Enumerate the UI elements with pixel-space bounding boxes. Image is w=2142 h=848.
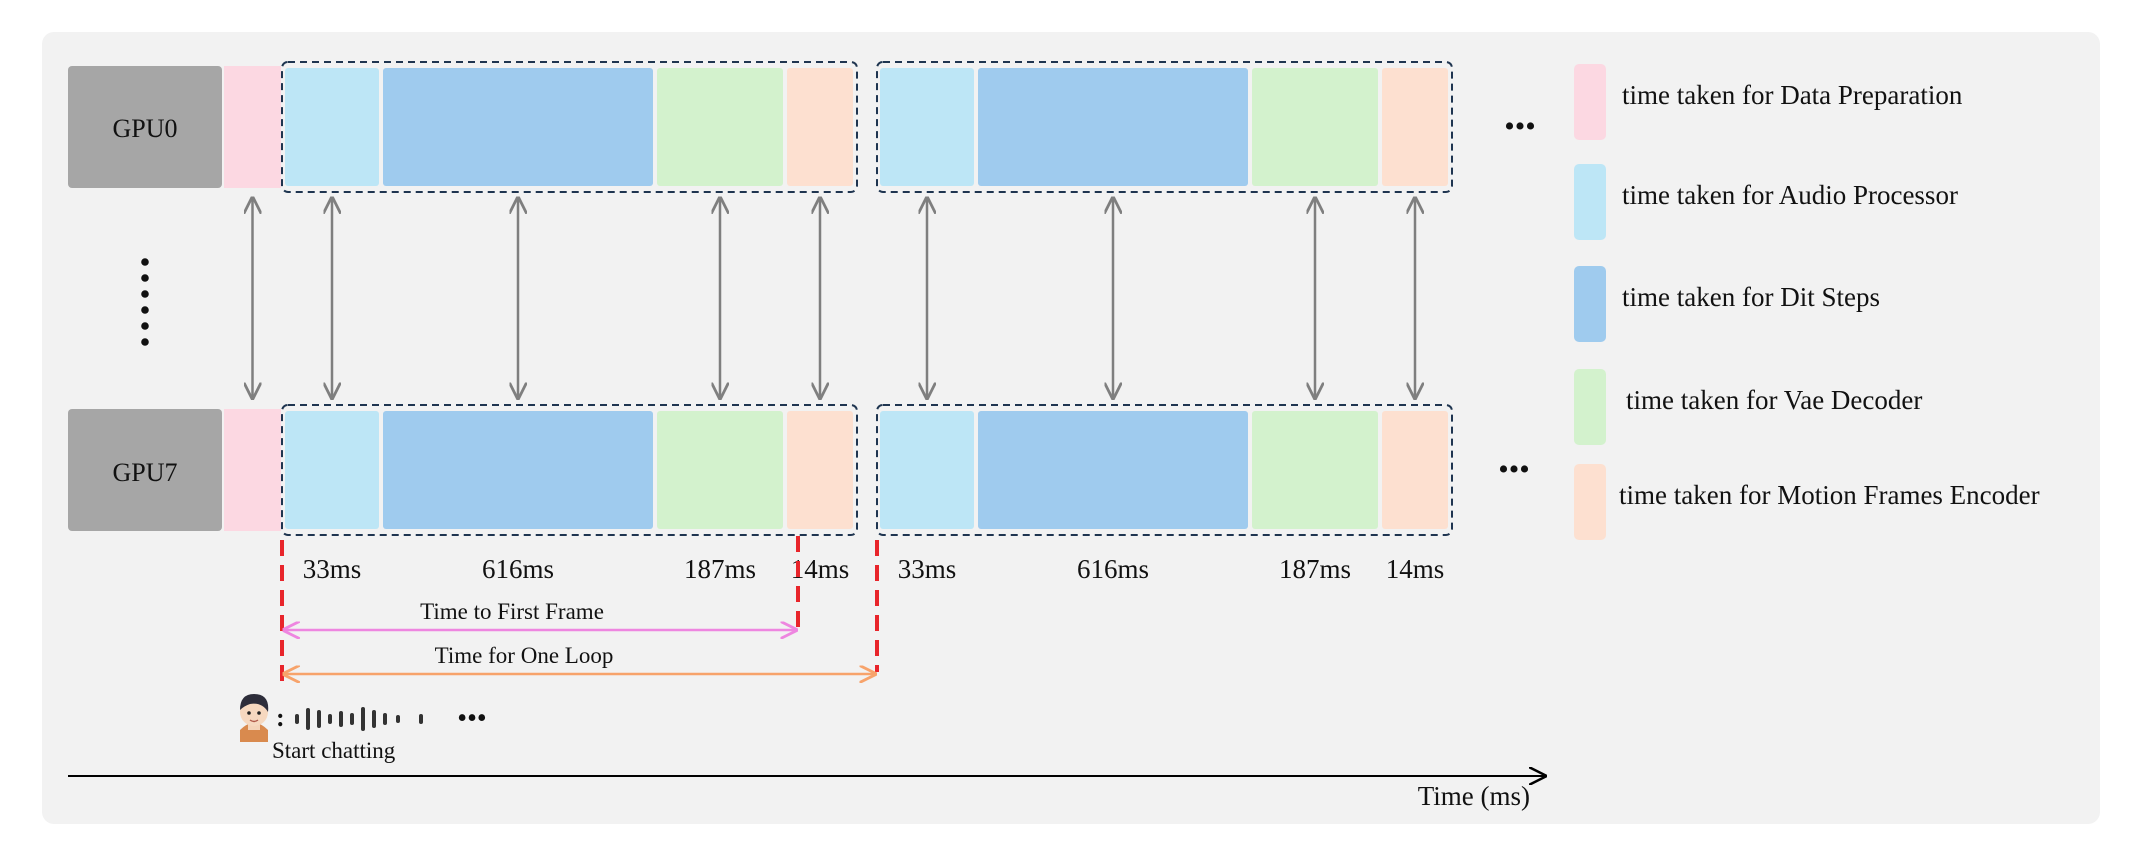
legend: time taken for Data Preparation time take… — [1574, 64, 2040, 540]
gpu0-data-preparation-bar — [224, 66, 281, 188]
gpu0-loop1-motion-bar — [787, 68, 853, 186]
start-chatting-label: Start chatting — [272, 738, 396, 763]
gpu0-box — [68, 66, 222, 188]
gpu7-data-preparation-bar — [224, 409, 281, 531]
loop1-dit-duration: 616ms — [482, 554, 554, 584]
legend-swatch-audio — [1574, 164, 1606, 240]
legend-label-data_prep: time taken for Data Preparation — [1622, 80, 1963, 110]
legend-swatch-data_prep — [1574, 64, 1606, 140]
legend-swatch-vae — [1574, 369, 1606, 445]
sound-wave-icon — [295, 707, 423, 731]
gpu7-loop1-dit-bar — [383, 411, 653, 529]
gpu0-continuation-icon: ••• — [1504, 110, 1536, 143]
legend-label-motion: time taken for Motion Frames Encoder — [1619, 480, 2040, 510]
gpu0-loop2-vae-bar — [1252, 68, 1378, 186]
gpu7-continuation-icon: ••• — [1498, 453, 1530, 486]
gpu7-loop2-outline — [876, 404, 1453, 536]
gpu0-loop2-outline — [876, 61, 1453, 193]
legend-label-audio: time taken for Audio Processor — [1622, 180, 1958, 210]
gpu7-loop1-vae-bar — [657, 411, 783, 529]
gpu7-loop1-outline — [281, 404, 858, 536]
gpu7-loop2-vae-bar — [1252, 411, 1378, 529]
loop2-vae-duration: 187ms — [1279, 554, 1351, 584]
legend-swatch-motion — [1574, 464, 1606, 540]
time-axis-label: Time (ms) — [1418, 781, 1530, 811]
avatar-icon — [240, 694, 269, 742]
voice-continuation-icon: ••• — [457, 703, 486, 734]
time-to-first-frame-label: Time to First Frame — [420, 599, 604, 624]
loop2-motion-duration: 14ms — [1386, 554, 1445, 584]
colon-mark: : — [276, 703, 285, 732]
gpu0-loop1-vae-bar — [657, 68, 783, 186]
gpu0-loop1-dit-bar — [383, 68, 653, 186]
gpu0-loop2-audio-bar — [880, 68, 974, 186]
legend-label-vae: time taken for Vae Decoder — [1626, 385, 1922, 415]
gpu7-loop2-audio-bar — [880, 411, 974, 529]
gpu7-loop1-audio-bar — [285, 411, 379, 529]
gpu0-loop1-outline — [281, 61, 858, 193]
gpu7-label: GPU7 — [112, 458, 177, 487]
time-for-one-loop-label: Time for One Loop — [435, 643, 614, 668]
gpu0-label: GPU0 — [112, 114, 177, 143]
loop1-vae-duration: 187ms — [684, 554, 756, 584]
loop2-audio-duration: 33ms — [898, 554, 957, 584]
gpu7-loop1-motion-bar — [787, 411, 853, 529]
gpu0-loop1-audio-bar — [285, 68, 379, 186]
vertical-ellipsis-icon — [141, 258, 149, 346]
gpu7-box — [68, 409, 222, 531]
gpu7-loop2-motion-bar — [1382, 411, 1448, 529]
loop1-motion-duration: 14ms — [791, 554, 850, 584]
gpu0-loop2-motion-bar — [1382, 68, 1448, 186]
gpu7-loop2-dit-bar — [978, 411, 1248, 529]
loop1-audio-duration: 33ms — [303, 554, 362, 584]
legend-swatch-dit — [1574, 266, 1606, 342]
legend-label-dit: time taken for Dit Steps — [1622, 282, 1880, 312]
gpu0-loop2-dit-bar — [978, 68, 1248, 186]
loop2-dit-duration: 616ms — [1077, 554, 1149, 584]
